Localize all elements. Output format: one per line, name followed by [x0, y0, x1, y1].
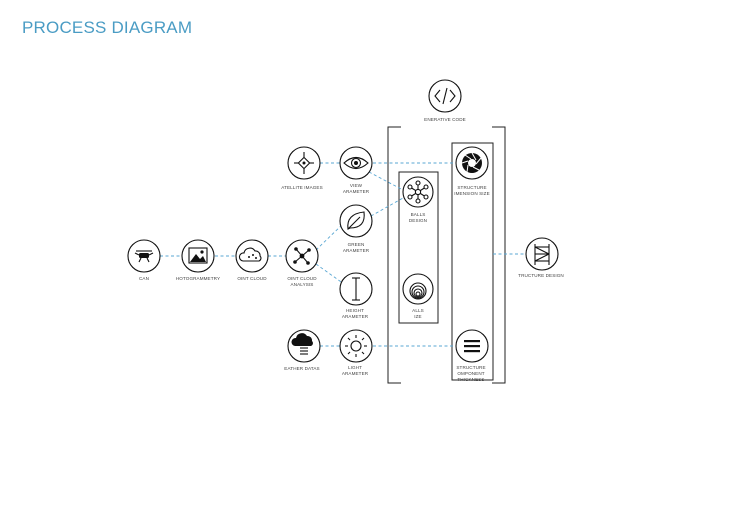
point-cloud-analysis-label-2: ANALYSIS [291, 282, 314, 287]
structure-component-label-2: OMPONENT [457, 371, 484, 376]
balls-size-node: ALLS IZE [402, 273, 434, 319]
drone-icon [134, 250, 154, 263]
drone-label: CAN [139, 276, 149, 281]
green-parameter-label-2: ARAMETER [343, 248, 370, 253]
structure-panel-frame [451, 142, 494, 381]
balls-design-node: BALLS DESIGN [402, 176, 434, 223]
light-parameter-node: LIGHT ARAMETER [339, 329, 373, 376]
image-icon [188, 247, 208, 264]
spiral-icon [409, 282, 427, 300]
view-parameter-label-1: VIEW [350, 183, 363, 188]
satellite-node: ATELLITE IMAGES [281, 146, 323, 190]
sun-icon [345, 335, 367, 357]
weather-icon [291, 333, 313, 355]
balls-size-label-2: IZE [414, 314, 421, 319]
drone-node: CAN [127, 239, 161, 281]
photogrammetry-node: HOTOGRAMMETRY [176, 239, 220, 281]
height-parameter-node: HEIGHT ARAMETER [339, 272, 373, 319]
structure-component-label-3: THICKNESS [457, 377, 484, 382]
structure-dimension-label-1: STRUCTURE [457, 185, 486, 190]
point-cloud-analysis-label-1: OINT CLOUD [287, 276, 317, 281]
eye-icon [343, 156, 369, 170]
aperture-icon [461, 152, 482, 173]
molecule-icon [407, 180, 429, 204]
green-parameter-node: GREEN ARAMETER [339, 204, 373, 253]
height-parameter-label-2: ARAMETER [342, 314, 369, 319]
outer-bracket-frame [387, 126, 506, 384]
code-icon [434, 87, 456, 105]
balls-panel-frame [398, 171, 439, 324]
generative-code-node: ENERATIVE CODE [424, 79, 466, 122]
structure-dimension-label-2: IMENSION SIZE [454, 191, 490, 196]
weather-label: EATHER DATAS [284, 366, 319, 371]
balls-design-label-2: DESIGN [409, 218, 427, 223]
weather-node: EATHER DATAS [284, 329, 321, 371]
structure-component-label-1: STRUCTURE [456, 365, 485, 370]
photogrammetry-label: HOTOGRAMMETRY [176, 276, 220, 281]
cloud-icon [238, 247, 262, 262]
network-icon [293, 247, 311, 265]
structure-design-node: TRUCTURE DESIGN [518, 237, 564, 278]
generative-code-label: ENERATIVE CODE [424, 117, 466, 122]
connectors [160, 162, 526, 347]
satellite-label: ATELLITE IMAGES [281, 185, 323, 190]
page-title: PROCESS DIAGRAM [22, 18, 193, 37]
structure-dimension-node: STRUCTURE IMENSION SIZE [454, 146, 490, 196]
green-parameter-label-1: GREEN [348, 242, 365, 247]
menu-icon [464, 340, 480, 353]
point-cloud-analysis-node: OINT CLOUD ANALYSIS [285, 239, 319, 287]
height-parameter-label-1: HEIGHT [346, 308, 364, 313]
leaf-icon [347, 211, 365, 230]
light-parameter-label-1: LIGHT [348, 365, 362, 370]
scaffold-icon [534, 244, 550, 265]
view-parameter-label-2: ARAMETER [343, 189, 370, 194]
view-parameter-node: VIEW ARAMETER [339, 146, 373, 194]
structure-design-label: TRUCTURE DESIGN [518, 273, 564, 278]
balls-size-label-1: ALLS [412, 308, 424, 313]
satellite-icon [294, 152, 314, 174]
light-parameter-label-2: ARAMETER [342, 371, 369, 376]
structure-component-node: STRUCTURE OMPONENT THICKNESS [455, 329, 489, 382]
balls-design-label-1: BALLS [411, 212, 426, 217]
point-cloud-label: OINT CLOUD [237, 276, 267, 281]
height-icon [352, 277, 360, 301]
point-cloud-node: OINT CLOUD [235, 239, 269, 281]
